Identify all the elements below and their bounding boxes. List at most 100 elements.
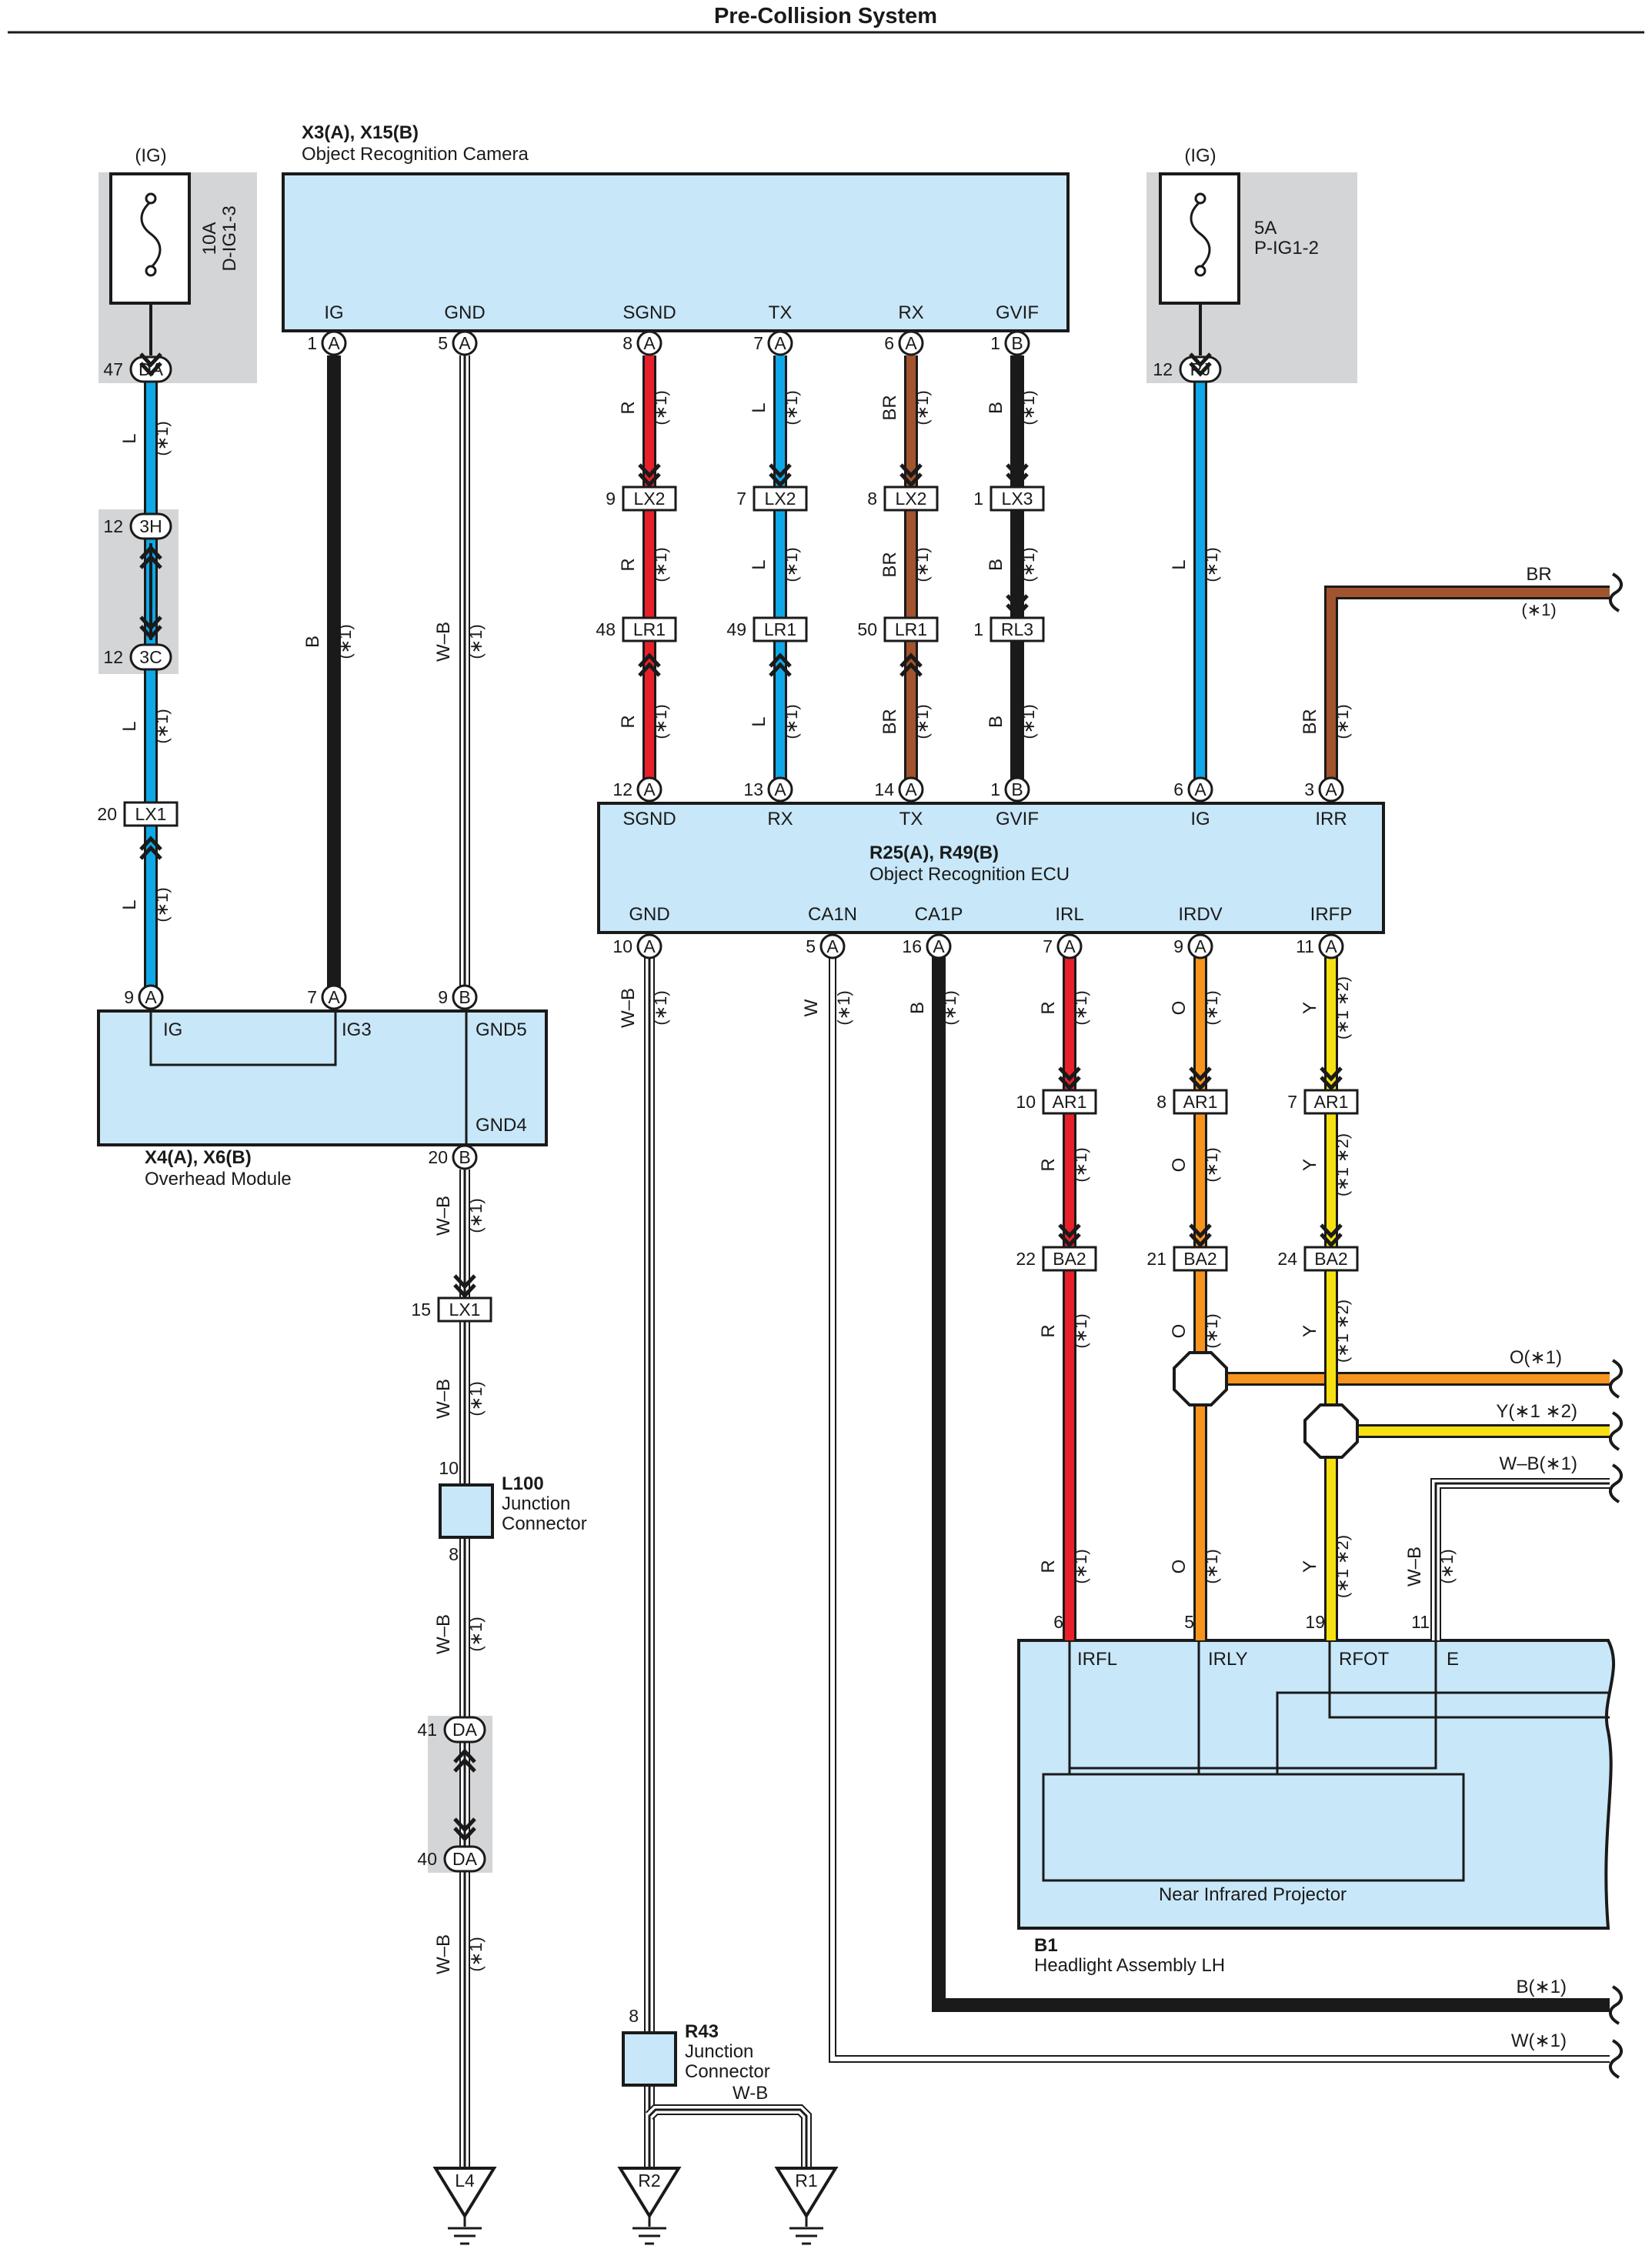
conn-da-41-pin: 41 [417, 1720, 437, 1740]
label-irl-2-code: R [1038, 1158, 1059, 1171]
camera-pin-5-pin: 1 [990, 333, 1000, 353]
overhead-pin-2 [452, 984, 478, 1010]
conn-ar1-8-label: AR1 [1183, 1092, 1218, 1112]
wire-ca1p-b [934, 946, 1610, 2010]
label-irdv-1-note: (∗1) [1202, 990, 1221, 1025]
label-ecu-gnd-note: (∗1) [651, 990, 670, 1025]
conn-3h-pin: 12 [103, 516, 123, 536]
camera-pin-2-letter: A [643, 333, 656, 353]
fuse-right: (IG) 5A P-IG1-2 [1159, 145, 1319, 355]
conn-rl3-1 [990, 616, 1045, 642]
label-ca1p-note: (∗1) [940, 990, 959, 1025]
conn-lr1-49-label: LR1 [764, 619, 796, 639]
conn-da-41-label: DA [452, 1720, 478, 1740]
camera-pin-0-pin: 1 [307, 333, 317, 353]
svg-text:8: 8 [629, 2006, 639, 2026]
conn-da-41 [443, 1716, 486, 1743]
camera-pin-0 [321, 330, 347, 356]
ecu-top-pin-3 [1004, 776, 1030, 802]
chev-da-47 [139, 352, 162, 377]
ground-l4-label: L4 [455, 2171, 475, 2191]
ecu-bot-gnd: GND [629, 904, 669, 925]
label-irdv-1-code: O [1169, 1001, 1190, 1016]
label-irfp-2-note: (∗1 ∗2) [1333, 1133, 1352, 1196]
camera-pin-2-pin: 8 [622, 333, 632, 353]
conn-lx2-9-pin: 9 [606, 489, 616, 509]
wire-irr-br [1327, 588, 1610, 789]
camera-pin-5-letter: B [1011, 333, 1023, 353]
label-tx-3-code: L [749, 716, 769, 726]
ecu-bot-irdv: IRDV [1178, 904, 1222, 925]
chev-lx-3 [1006, 463, 1029, 488]
svg-text:W-B: W-B [733, 2083, 768, 2104]
label-irdv-2-code: O [1169, 1158, 1190, 1173]
label-ca1n-note: (∗1) [834, 990, 853, 1025]
camera-term-tx: TX [769, 302, 793, 323]
label-gvif-1-code: B [986, 402, 1006, 414]
svg-text:Junction: Junction [685, 2041, 753, 2062]
svg-text:IRFL: IRFL [1077, 1649, 1117, 1670]
svg-text:(IG): (IG) [1184, 145, 1216, 166]
ecu-top-ig: IG [1190, 809, 1210, 829]
wire-r43-r1 [648, 2108, 808, 2168]
svg-text:Y(∗1 ∗2): Y(∗1 ∗2) [1496, 1401, 1577, 1422]
label-irdv-4-note: (∗1) [1202, 1549, 1221, 1583]
conn-lr1-48 [622, 616, 677, 642]
headlight-pin-2: 19 [1305, 1612, 1325, 1632]
ecu-top-pin-4-pin: 6 [1173, 779, 1183, 799]
conn-lx3-1-label: LX3 [1002, 489, 1033, 509]
ecu-bot-irl: IRL [1055, 904, 1083, 925]
junction-r43: 8 R43 Junction Connector W-B [622, 2006, 770, 2104]
overhead-pin-1-pin: 7 [307, 987, 317, 1007]
label-irdv-3-note: (∗1) [1202, 1313, 1221, 1348]
conn-3h-label: 3H [139, 516, 162, 536]
label-irl-4-code: R [1038, 1560, 1059, 1573]
svg-text:GND5: GND5 [476, 1019, 527, 1040]
label-tx-1-note: (∗1) [782, 390, 801, 425]
overhead-pin-1 [321, 984, 347, 1010]
camera-term-sgnd: SGND [622, 302, 676, 323]
label-gvif-3-note: (∗1) [1019, 704, 1038, 739]
chev-ar1-0 [1058, 1066, 1081, 1091]
ecu-bot-pin-5-pin: 11 [1296, 936, 1314, 956]
label-ecu-gnd-code: W–B [618, 988, 639, 1028]
diagram-header: Pre-Collision System [8, 4, 1644, 34]
label-e-wb-note: (∗1) [1437, 1549, 1457, 1583]
ground-r1 [774, 2167, 839, 2219]
chev-ba2-0 [1058, 1223, 1081, 1248]
ecu-top-pin-4-letter: A [1194, 779, 1206, 799]
label-sgnd-3-note: (∗1) [651, 704, 670, 739]
chev-3c [139, 616, 162, 640]
ecu-bot-pin-0 [636, 933, 662, 959]
label-ig-b-code: B [302, 636, 323, 648]
svg-text:Headlight Assembly LH: Headlight Assembly LH [1034, 1955, 1225, 1976]
conn-lx2-9-label: LX2 [634, 489, 666, 509]
label-gnd4-4-note: (∗1) [466, 1937, 486, 1971]
camera-pin-4 [898, 330, 924, 356]
svg-text:W–B(∗1): W–B(∗1) [1500, 1453, 1577, 1474]
chev-lx1-20 [139, 836, 162, 860]
svg-text:GND4: GND4 [476, 1115, 527, 1136]
ground-r2-label: R2 [638, 2171, 660, 2191]
ecu-bot-pin-3-letter: A [1063, 936, 1076, 956]
svg-text:B(∗1): B(∗1) [1517, 1977, 1567, 1997]
camera-pin-3-letter: A [774, 333, 786, 353]
conn-lr1-50 [883, 616, 939, 642]
conn-ar1-10-pin: 10 [1016, 1092, 1036, 1112]
svg-text:Overhead Module: Overhead Module [145, 1169, 292, 1190]
conn-3c [129, 643, 172, 671]
chev-3h [139, 545, 162, 569]
label-irl-3-note: (∗1) [1071, 1313, 1090, 1348]
wire-e-wb-fill [1432, 1480, 1610, 1640]
label-irdv-4-code: O [1169, 1560, 1190, 1574]
overhead-module: IG IG3 GND5 GND4 X4(A), X6(B) Overhead M… [97, 1009, 548, 1190]
svg-text:B1: B1 [1034, 1935, 1058, 1956]
ecu-bot-pin-0-pin: 10 [612, 936, 632, 956]
conn-lx2-7-label: LX2 [765, 489, 796, 509]
ecu-top-pin-0 [636, 776, 662, 802]
conn-lx1-20-pin: 20 [97, 804, 117, 824]
ecu-top-pin-1-letter: A [774, 779, 786, 799]
camera-term-ig: IG [324, 302, 343, 323]
junction-l100: 10 8 L100 Junction Connector [439, 1458, 587, 1564]
